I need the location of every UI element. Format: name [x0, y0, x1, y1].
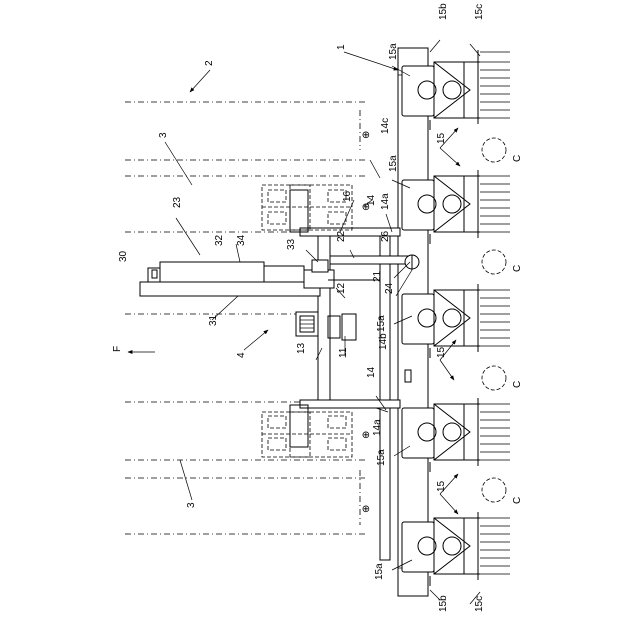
label-12: 12 — [336, 282, 347, 294]
label-31: 31 — [208, 314, 219, 326]
svg-text:⊕: ⊕ — [361, 431, 372, 439]
label-14-bottom: 14 — [366, 366, 377, 378]
label-33: 33 — [286, 238, 297, 250]
svg-text:⊕: ⊕ — [361, 131, 372, 139]
label-34: 34 — [236, 234, 247, 246]
label-c-4: C — [512, 497, 523, 504]
label-c-3: C — [512, 381, 523, 388]
label-15-mid: 15 — [436, 346, 447, 358]
label-15b-top: 15b — [438, 3, 449, 20]
label-21: 21 — [372, 270, 383, 282]
label-16: 16 — [342, 190, 353, 202]
label-15a-3: 15a — [376, 315, 387, 332]
label-c-1: C — [512, 155, 523, 162]
label-14c: 14c — [380, 118, 391, 134]
label-4: 4 — [236, 352, 247, 358]
label-23: 23 — [172, 196, 183, 208]
label-22: 22 — [336, 230, 347, 242]
label-15-bottom: 15 — [436, 480, 447, 492]
label-15c-top: 15c — [474, 4, 485, 20]
label-15c-bottom: 15c — [474, 596, 485, 612]
tine-top — [478, 50, 510, 58]
label-15a-4: 15a — [376, 449, 387, 466]
label-14a-bottom: 14a — [372, 419, 383, 436]
label-24: 24 — [384, 282, 395, 294]
label-13: 13 — [296, 342, 307, 354]
crop-circles — [482, 138, 506, 502]
label-3-upper: 3 — [158, 132, 169, 138]
label-15-top: 15 — [436, 132, 447, 144]
label-1: 1 — [336, 44, 347, 50]
label-15a-1: 15a — [388, 43, 399, 60]
label-14a-top: 14a — [380, 193, 391, 210]
label-14b: 14b — [378, 333, 389, 350]
wheel-assembly-lower — [262, 412, 352, 457]
drive-box-11 — [296, 312, 318, 336]
label-14-top: 14 — [366, 194, 377, 206]
label-15b-bottom: 15b — [438, 595, 449, 612]
label-3-lower: 3 — [186, 502, 197, 508]
row-markers: ⊕ ⊕ ⊕ ⊕ — [361, 131, 372, 513]
label-f: F — [112, 346, 123, 352]
wheel-assembly-upper — [262, 185, 352, 230]
label-30: 30 — [118, 250, 129, 262]
label-15a-5: 15a — [374, 563, 385, 580]
label-32: 32 — [214, 234, 225, 246]
label-26: 26 — [380, 230, 391, 242]
label-2: 2 — [204, 60, 215, 66]
label-15a-2: 15a — [388, 155, 399, 172]
svg-text:⊕: ⊕ — [361, 505, 372, 513]
label-c-2: C — [512, 265, 523, 272]
label-11: 11 — [338, 347, 349, 358]
